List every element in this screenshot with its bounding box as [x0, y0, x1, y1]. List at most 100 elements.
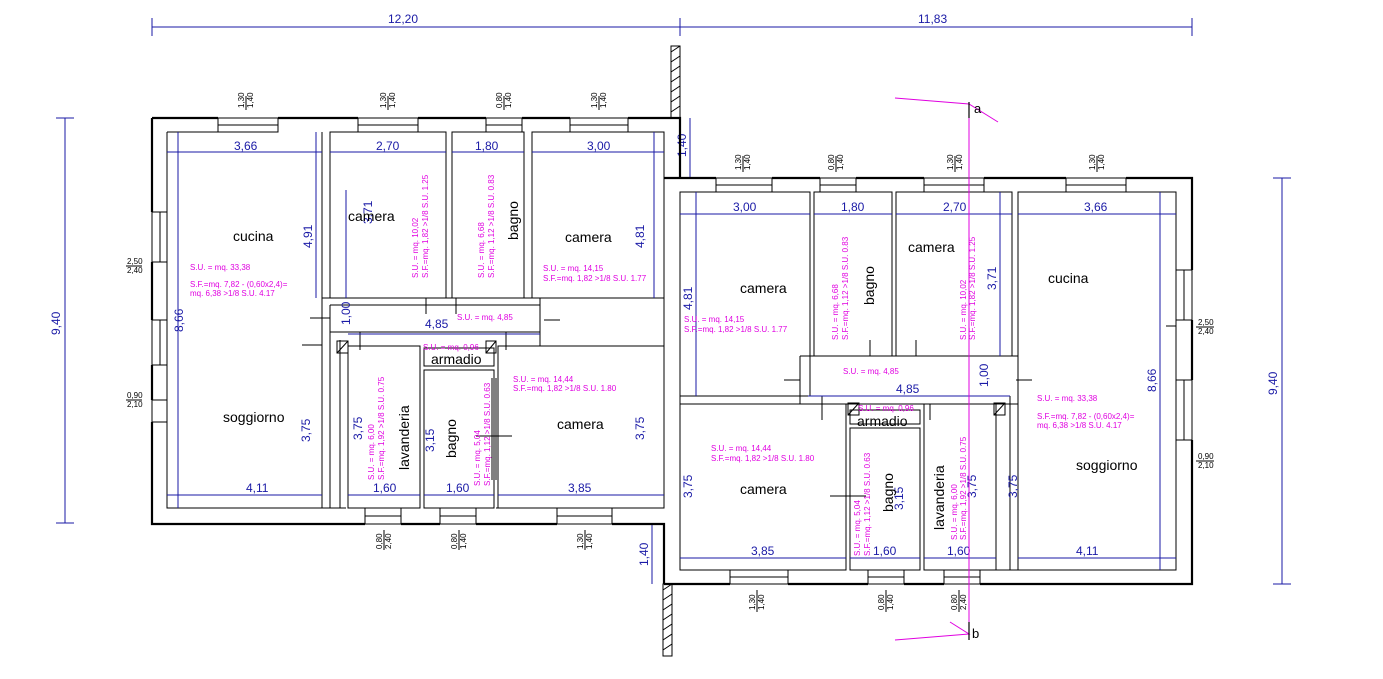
room-camera-left-2: camera — [565, 229, 612, 245]
area-text: S.U. = mq. 6,00 — [950, 484, 959, 540]
overall-left-height: 9,40 — [49, 311, 63, 335]
dim-lav-depth: 3,75 — [351, 416, 365, 440]
svg-text:0,80: 0,80 — [375, 533, 384, 549]
area-text: S.F.=mq. 1,92 >1/8 S.U. 0.75 — [377, 376, 386, 480]
dim-corridor-r-length: 4,85 — [896, 382, 920, 396]
room-armadio-right: armadio — [857, 413, 908, 429]
dim-camera-r2-depth: 3,71 — [985, 266, 999, 290]
svg-text:0,80: 0,80 — [827, 154, 836, 170]
dim-camera3-width: 3,85 — [568, 481, 592, 495]
svg-text:1,40: 1,40 — [388, 92, 397, 108]
area-text: S.U. = mq. 6,00 — [367, 424, 376, 480]
room-camera-right-3: camera — [740, 481, 787, 497]
svg-text:1,30: 1,30 — [576, 533, 585, 549]
svg-text:2,10: 2,10 — [1198, 461, 1214, 470]
area-text: S.U. = mq. 5,04 — [473, 430, 482, 486]
area-text: S.U. = mq. 6,68 — [831, 284, 840, 340]
area-text: S.F.=mq. 1,82 >1/8 S.U. 1.80 — [513, 384, 617, 393]
dim-soggiorno-depth: 3,75 — [299, 418, 313, 442]
svg-text:0,80: 0,80 — [877, 594, 886, 610]
area-text: S.U. = mq. 5,04 — [853, 500, 862, 556]
dim-camera3-depth: 3,75 — [633, 416, 647, 440]
dim-soggiorno-r-depth: 3,75 — [1006, 474, 1020, 498]
overall-dimensions: 12,20 11,83 9,40 9,40 1,40 1,40 — [49, 12, 1291, 585]
room-soggiorno-right: soggiorno — [1076, 457, 1138, 473]
svg-text:1,30: 1,30 — [748, 594, 757, 610]
area-text: S.F.=mq. 1,92 >1/8 S.U. 0.75 — [959, 436, 968, 540]
area-text: S.U. = mq. 10,02 — [959, 279, 968, 340]
svg-text:2,40: 2,40 — [127, 266, 143, 275]
area-text: S.U. = mq. 4,85 — [843, 367, 899, 376]
dim-camera2-depth: 4,81 — [633, 224, 647, 248]
section-line: a b — [894, 97, 999, 641]
area-text: S.F.=mq. 1,12 >1/8 S.U. 0.63 — [483, 382, 492, 486]
svg-text:1,40: 1,40 — [1097, 154, 1106, 170]
svg-text:2,40: 2,40 — [384, 533, 393, 549]
room-lavanderia-right: lavanderia — [931, 465, 947, 530]
room-camera-left-3: camera — [557, 416, 604, 432]
area-text: mq. 6,38 >1/8 S.U. 4.17 — [1037, 421, 1122, 430]
dim-cucina-r-total: 8,66 — [1145, 368, 1159, 392]
overall-left-width: 12,20 — [388, 12, 418, 26]
left-apartment: 3,66 2,70 1,80 3,00 4,91 3,71 4,81 8,66 … — [126, 92, 682, 584]
dim-camera2-width: 3,00 — [587, 139, 611, 153]
dim-soggiorno-r-width: 4,11 — [1076, 544, 1099, 558]
window — [151, 399, 168, 423]
dim-corridor-r-width: 1,00 — [977, 363, 991, 387]
section-mark-a: a — [974, 101, 982, 116]
dim-cucina-r-width: 3,66 — [1084, 200, 1108, 214]
dim-bagno-r2-depth: 3,15 — [892, 486, 906, 510]
dim-camera-width: 2,70 — [376, 139, 400, 153]
svg-text:1,30: 1,30 — [946, 154, 955, 170]
room-camera-right-1: camera — [740, 280, 787, 296]
svg-text:2,50: 2,50 — [127, 257, 143, 266]
dim-corridor-length: 4,85 — [425, 317, 449, 331]
room-bagno-right-1: bagno — [861, 266, 877, 305]
room-soggiorno-left: soggiorno — [223, 409, 285, 425]
area-text: S.U. = mq. 14,44 — [711, 444, 772, 453]
dim-camera-depth: 3,71 — [361, 200, 375, 224]
section-mark-b: b — [972, 626, 979, 641]
svg-text:1,40: 1,40 — [504, 92, 513, 108]
area-text: S.U. = mq. 14,15 — [684, 315, 745, 324]
window-labels-right: 1,30 1,40 0,80 1,40 1,30 1,40 1,30 1,40 … — [734, 154, 1214, 612]
svg-text:1,30: 1,30 — [1088, 154, 1097, 170]
area-text: S.F.=mq. 1,12 >1/8 S.U. 0.83 — [841, 236, 850, 340]
room-bagno-left-1: bagno — [505, 201, 521, 240]
svg-text:0,80: 0,80 — [950, 594, 959, 610]
dim-camera-r3-depth: 3,75 — [681, 474, 695, 498]
svg-text:0,90: 0,90 — [1198, 452, 1214, 461]
dim-lav-width: 1,60 — [373, 481, 397, 495]
area-text: S.F.=mq. 1,82 >1/8 S.U. 1.77 — [543, 274, 647, 283]
area-text: S.F.=mq. 1,12 >1/8 S.U. 0.83 — [487, 174, 496, 278]
area-text: S.U. = mq. 14,15 — [543, 264, 604, 273]
dim-cucina-total: 8,66 — [172, 308, 186, 332]
svg-text:0,90: 0,90 — [127, 391, 143, 400]
area-text: S.F.=mq. 7,82 - (0,60x2,4)= — [1037, 412, 1135, 421]
area-text: S.F.=mq. 1,82 >1/8 S.U. 1.77 — [684, 325, 788, 334]
room-camera-left-1: camera — [348, 208, 395, 224]
dim-camera-r-depth: 4,81 — [681, 286, 695, 310]
room-cucina-right: cucina — [1048, 270, 1089, 286]
area-text: S.F.=mq. 7,82 - (0,60x2,4)= — [190, 280, 288, 289]
right-apartment: 3,00 1,80 2,70 3,66 4,81 3,71 8,66 4,85 … — [664, 154, 1214, 612]
svg-text:1,40: 1,40 — [599, 92, 608, 108]
svg-text:0,80: 0,80 — [450, 533, 459, 549]
room-armadio-left: armadio — [431, 351, 482, 367]
svg-text:0,80: 0,80 — [495, 92, 504, 108]
dim-bagno-r-width: 1,80 — [841, 200, 865, 214]
area-text: mq. 6,38 >1/8 S.U. 4.17 — [190, 289, 275, 298]
dim-camera-r2-width: 2,70 — [943, 200, 967, 214]
dim-corridor-width: 1,00 — [339, 301, 353, 325]
svg-text:1,30: 1,30 — [590, 92, 599, 108]
dim-bagno2-depth: 3,15 — [423, 428, 437, 452]
dim-bagno2-width: 1,60 — [446, 481, 470, 495]
svg-text:1,40: 1,40 — [585, 533, 594, 549]
area-text: S.U. = mq. 6,68 — [477, 222, 486, 278]
area-text: S.U. = mq. 33,38 — [190, 263, 251, 272]
svg-text:1,40: 1,40 — [459, 533, 468, 549]
overall-right-height: 9,40 — [1266, 371, 1280, 395]
room-camera-right-2: camera — [908, 239, 955, 255]
offset-top: 1,40 — [675, 133, 689, 157]
